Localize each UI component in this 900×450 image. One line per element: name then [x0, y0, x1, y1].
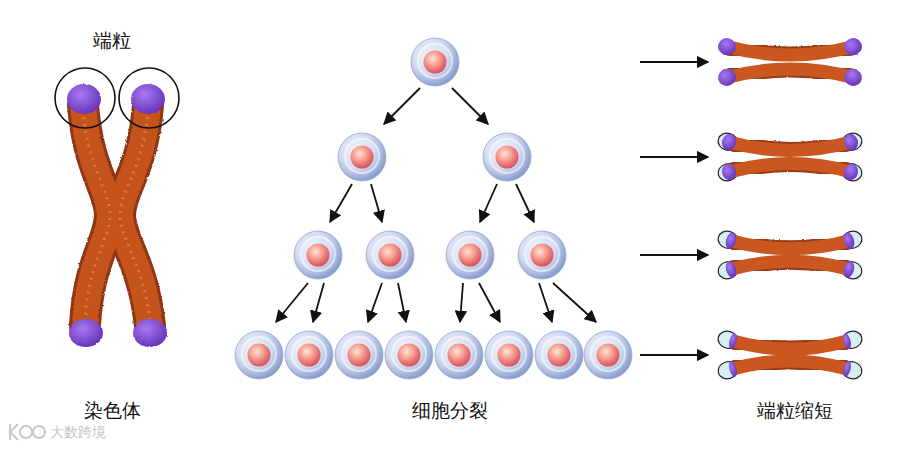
division-arrow — [452, 88, 488, 124]
cell — [294, 231, 342, 279]
telomere-cap — [842, 132, 860, 152]
chromatid — [120, 105, 150, 326]
division-arrow — [313, 283, 324, 322]
chromatid — [725, 69, 855, 78]
cell-tree — [235, 38, 632, 379]
section-label: 端粒缩短 — [757, 399, 833, 422]
chromatid — [734, 361, 846, 369]
cell — [483, 133, 531, 181]
telomere-cap — [720, 132, 738, 152]
cell — [435, 331, 483, 379]
chromatid — [731, 241, 849, 249]
chromatid — [731, 241, 849, 249]
result-arrow — [640, 61, 708, 63]
cell — [518, 231, 566, 279]
chromatid — [728, 142, 852, 151]
chromatid — [120, 105, 150, 326]
division-arrow — [553, 283, 596, 322]
chromatid — [734, 361, 846, 369]
chromatid-texture — [120, 110, 150, 320]
result-arrow — [640, 254, 708, 256]
chromatid — [731, 261, 849, 269]
division-arrow — [398, 283, 406, 322]
telomere-cap — [67, 84, 101, 114]
cell — [485, 331, 533, 379]
highlight-circle — [55, 68, 115, 128]
chromosome-small — [716, 36, 864, 88]
watermark-logo-mark — [10, 424, 18, 440]
chromatid — [734, 341, 846, 349]
division-arrow — [330, 184, 352, 222]
telomere-cap — [842, 231, 856, 250]
chromosome-small — [716, 329, 864, 381]
division-arrow — [539, 283, 552, 322]
telomere-cap — [842, 332, 853, 349]
division-arrow — [460, 283, 463, 322]
telomere-cap — [131, 84, 165, 114]
telomere-cap — [842, 360, 853, 377]
cell — [535, 331, 583, 379]
chromosome-large — [67, 84, 167, 347]
highlight-circle — [119, 68, 179, 128]
section-label: 细胞分裂 — [412, 399, 488, 422]
telomere-cap — [842, 67, 864, 88]
division-arrow — [480, 184, 497, 222]
telomere-cap — [724, 231, 738, 250]
result-arrow — [640, 354, 708, 356]
chromatid — [728, 164, 852, 173]
chromatid — [725, 46, 855, 55]
chromatid-texture — [83, 110, 110, 320]
chromatid — [83, 105, 110, 326]
cell — [446, 231, 494, 279]
telomere-cap — [842, 260, 856, 279]
telomere-cap — [842, 36, 864, 57]
telomere-cap — [716, 67, 738, 88]
division-arrow — [384, 88, 420, 124]
telomere-cap — [720, 162, 738, 182]
division-arrow — [479, 283, 500, 322]
telomere-cap — [842, 162, 860, 182]
telomere-cap — [133, 319, 167, 347]
cell — [335, 331, 383, 379]
cell — [366, 231, 414, 279]
cell — [338, 133, 386, 181]
telomere-cap — [724, 260, 738, 279]
chromosome-small — [716, 131, 864, 183]
division-arrow — [516, 184, 534, 222]
watermark-logo-mark — [20, 426, 32, 438]
part-label: 染色体 — [84, 399, 141, 422]
chromatid — [731, 261, 849, 269]
division-arrow — [276, 283, 308, 322]
telomere-cap — [728, 360, 739, 377]
division-arrows — [276, 88, 596, 322]
watermark-logo-mark — [33, 426, 45, 438]
chromatid — [725, 46, 855, 55]
telomere-cap — [69, 319, 103, 347]
telomere-cap — [716, 36, 738, 57]
division-arrow — [371, 184, 382, 222]
chromosome-small — [716, 229, 864, 281]
chromatid — [728, 142, 852, 151]
chromatid — [734, 341, 846, 349]
division-arrow — [368, 283, 382, 322]
watermark-logo — [10, 424, 45, 440]
cell — [411, 38, 459, 86]
result-arrows — [640, 62, 708, 355]
cell — [584, 331, 632, 379]
cell — [285, 331, 333, 379]
telomere-cap — [728, 332, 739, 349]
chromatid — [725, 69, 855, 78]
part-label: 端粒 — [93, 29, 131, 52]
chromatid — [83, 105, 110, 326]
cell — [235, 331, 283, 379]
cell — [385, 331, 433, 379]
chromatid — [728, 164, 852, 173]
watermark: 大数跨境 — [50, 424, 106, 441]
result-arrow — [640, 156, 708, 158]
